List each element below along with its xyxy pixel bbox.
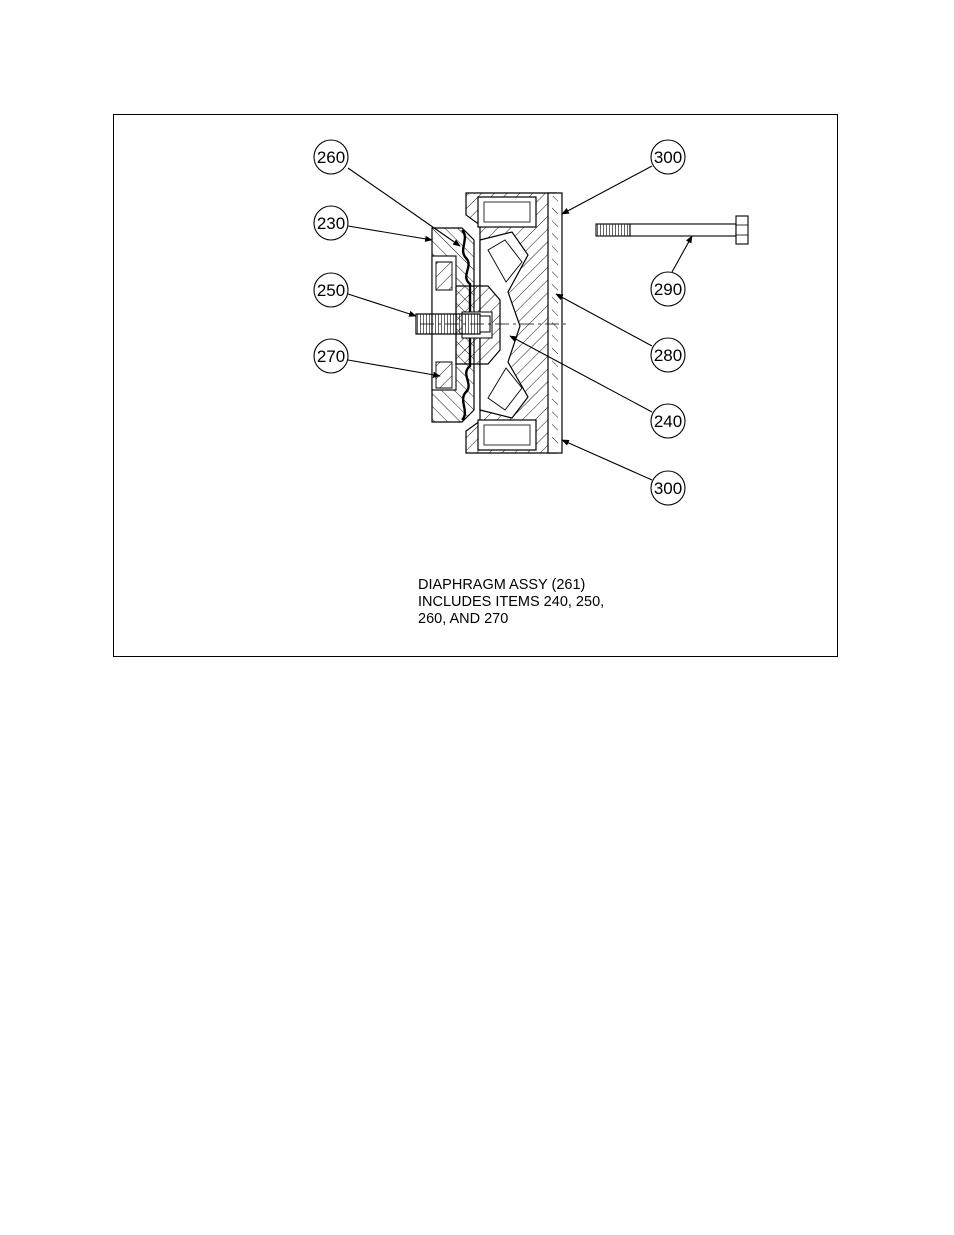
balloon-label: 280 [654, 346, 682, 365]
cover-body-280 [465, 192, 563, 454]
balloon-280: 280 [650, 337, 686, 373]
balloon-label: 300 [654, 479, 682, 498]
balloon-250: 250 [313, 272, 349, 308]
balloon-300-bottom: 300 [650, 470, 686, 506]
balloon-300-top: 300 [650, 139, 686, 175]
balloon-label: 300 [654, 148, 682, 167]
caption-line-3: 260, AND 270 [418, 611, 509, 627]
cap-screw-290 [595, 215, 749, 245]
balloon-230: 230 [313, 205, 349, 241]
leader-lines [347, 165, 693, 481]
balloon-240: 240 [650, 403, 686, 439]
balloon-label: 260 [317, 148, 345, 167]
balloon-label: 230 [317, 214, 345, 233]
figure-frame [113, 114, 838, 657]
balloon-label: 240 [654, 412, 682, 431]
balloon-260: 260 [313, 139, 349, 175]
balloon-label: 270 [317, 347, 345, 366]
balloon-label: 250 [317, 281, 345, 300]
balloon-label: 290 [654, 280, 682, 299]
balloon-270: 270 [313, 338, 349, 374]
assembly-caption: DIAPHRAGM ASSY (261) INCLUDES ITEMS 240,… [418, 577, 604, 628]
balloon-290: 290 [650, 271, 686, 307]
caption-line-2: INCLUDES ITEMS 240, 250, [418, 594, 605, 610]
caption-line-1: DIAPHRAGM ASSY (261) [418, 577, 586, 593]
